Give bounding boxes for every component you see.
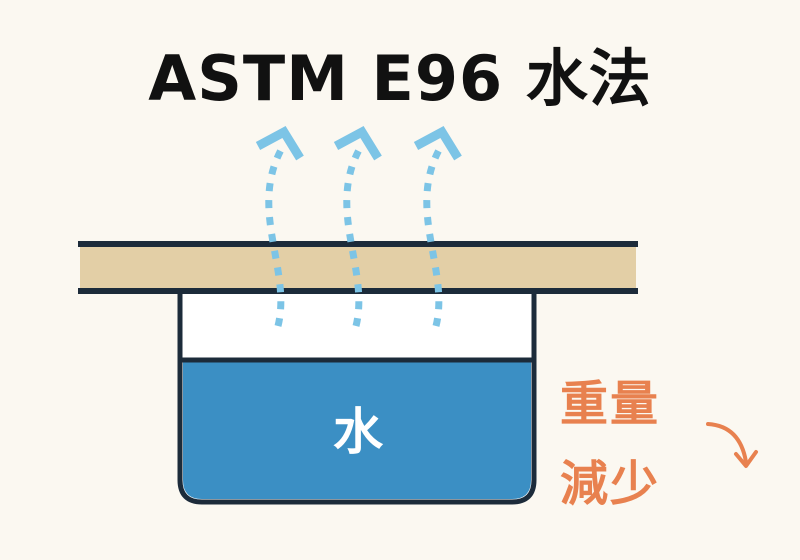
weight-loss-label-line2: 減少	[560, 456, 661, 512]
diagram-title: ASTM E96 水法	[148, 42, 652, 115]
vapor-arrow-icon-3	[413, 126, 462, 327]
weight-loss-label-line1: 重量	[560, 376, 661, 432]
water-label: 水	[333, 403, 383, 461]
vapor-arrow-icon-1	[255, 126, 304, 327]
vapor-arrow-icon-2	[333, 126, 382, 327]
curved-down-arrow-icon	[706, 422, 758, 468]
water-body	[183, 362, 531, 499]
